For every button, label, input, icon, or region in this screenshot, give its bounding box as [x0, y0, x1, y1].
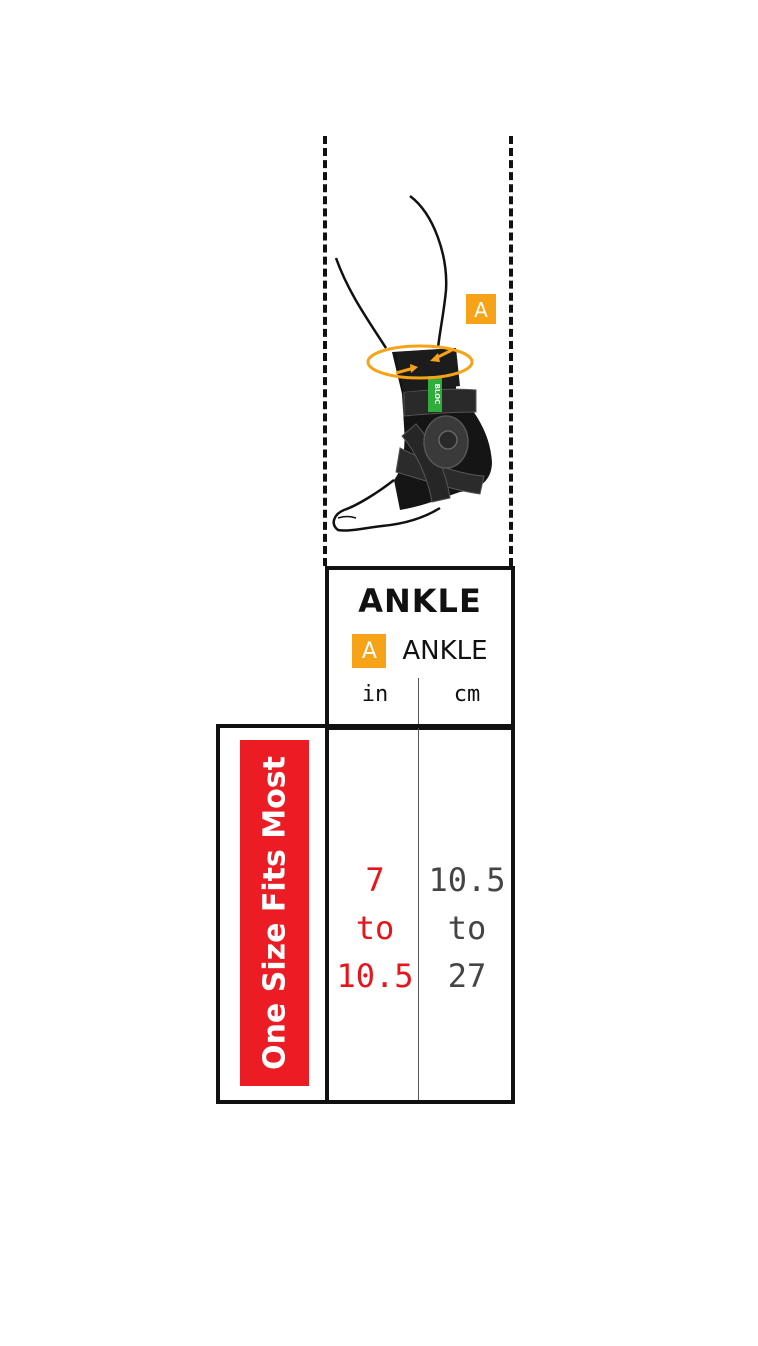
guide-line-left [323, 136, 327, 566]
measurement-values: 7 to 10.5 10.5 to 27 [325, 724, 515, 1104]
unit-label-in: in [361, 682, 389, 707]
unit-label-cm: cm [453, 682, 481, 707]
foot-outline [332, 479, 441, 532]
range-in-sep: to [355, 909, 395, 947]
marker-badge [466, 294, 496, 324]
size-label: One Size Fits Most [257, 756, 292, 1070]
marker-badge-text: A [474, 298, 488, 322]
ankle-hinge-center [438, 430, 458, 450]
measurement-header: ANKLE A ANKLE in cm [325, 566, 515, 730]
range-cm-min: 10.5 [428, 861, 506, 899]
header-title: ANKLE [358, 582, 482, 620]
range-in-min: 7 [365, 861, 385, 899]
leg-outline [334, 257, 388, 349]
ankle-brace-illustration: BLOC A [332, 195, 496, 532]
upper-cuff [396, 348, 460, 392]
range-centimeters: 10.5 to 27 [421, 856, 513, 1000]
size-cell: One Size Fits Most [216, 724, 329, 1104]
range-cm-sep: to [447, 909, 487, 947]
measurement-point: A ANKLE [329, 634, 511, 668]
guide-line-right [509, 136, 513, 566]
brand-tag [428, 376, 442, 412]
value-divider [418, 728, 419, 1100]
measurement-badge: A [352, 634, 387, 668]
measure-arrowhead-left [410, 364, 418, 373]
toe-line [337, 515, 357, 519]
range-cm-max: 27 [447, 957, 487, 995]
range-inches: 7 to 10.5 [329, 856, 421, 1000]
size-label-banner: One Size Fits Most [240, 740, 309, 1086]
range-in-max: 10.5 [336, 957, 414, 995]
leg-outline-back [409, 195, 448, 349]
measure-ellipse [366, 344, 474, 380]
measure-arrowhead-right [430, 353, 440, 362]
unit-divider [418, 678, 419, 730]
measurement-label: ANKLE [402, 636, 488, 666]
brand-tag-text: BLOC [433, 384, 441, 405]
